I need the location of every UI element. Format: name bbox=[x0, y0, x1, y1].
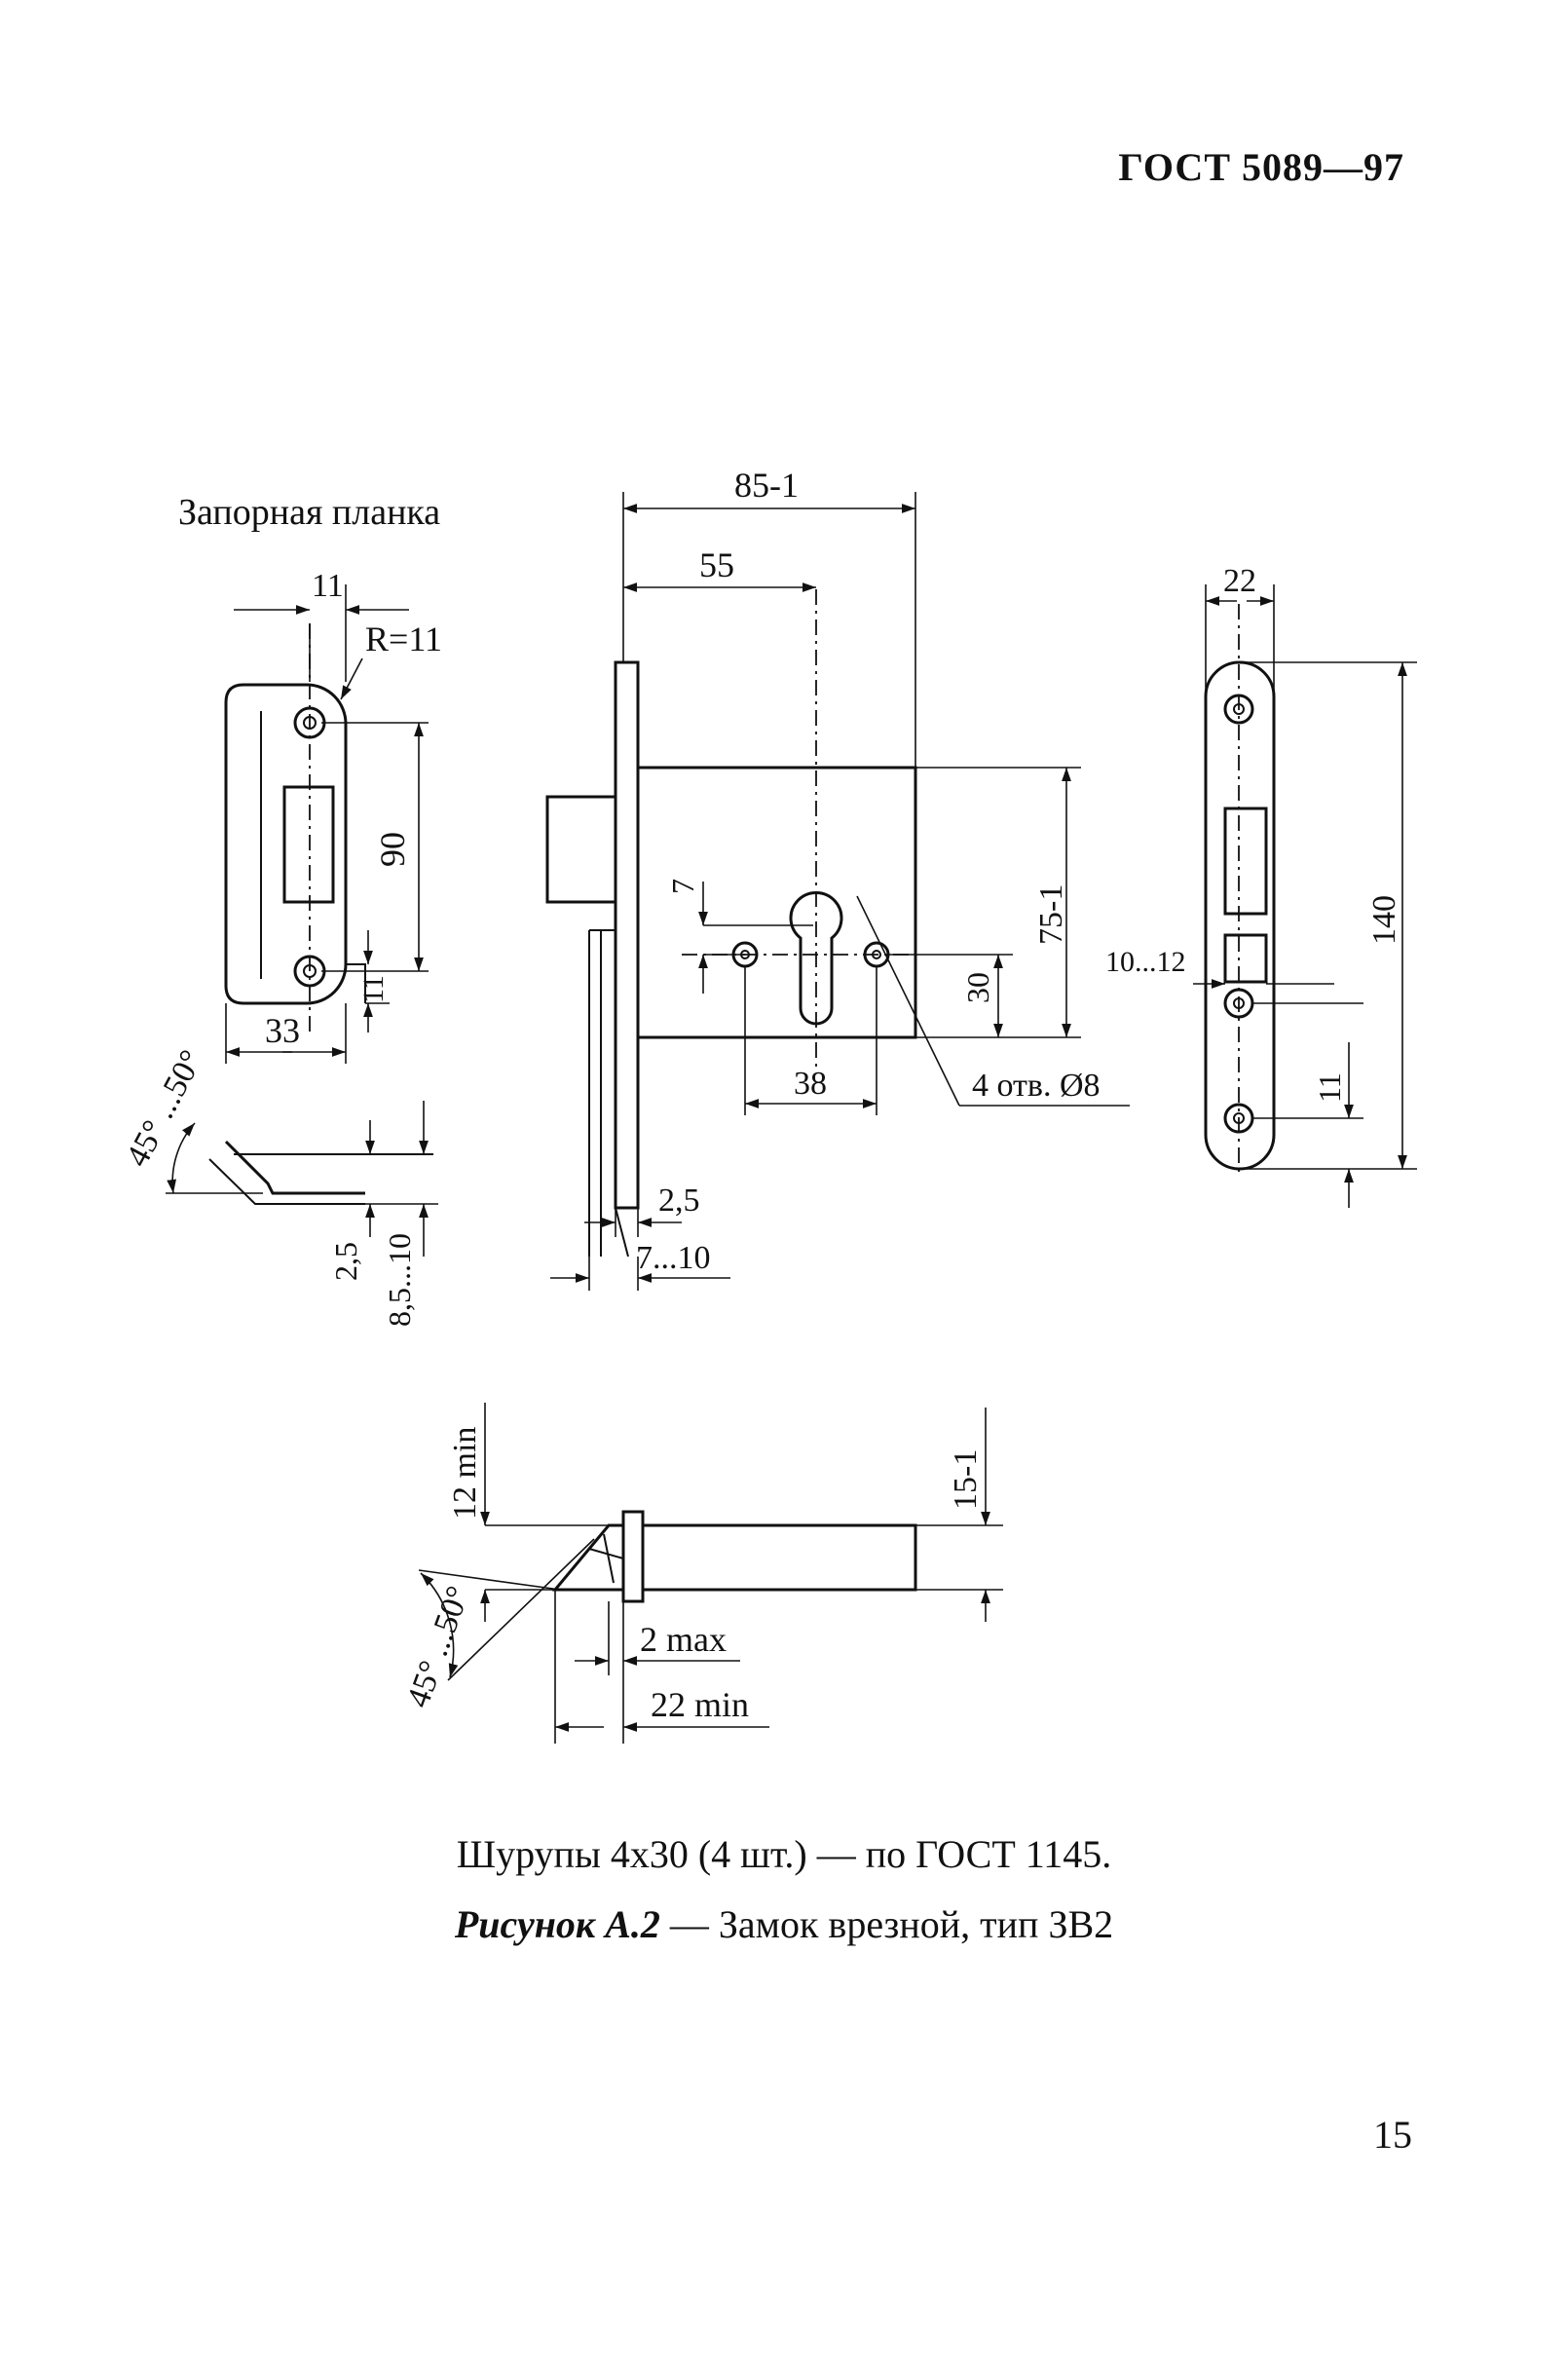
lock-dim-holes-note: 4 отв. Ø8 bbox=[972, 1068, 1101, 1104]
face-dim-bottom-offset: 11 bbox=[1312, 1072, 1347, 1103]
strike-dim-small-right: 11 bbox=[357, 975, 390, 1003]
lock-dim-hole-spacing: 38 bbox=[794, 1066, 827, 1102]
lock-dim-plate-thickness: 2,5 bbox=[658, 1183, 700, 1219]
latch-dim-min-throw: 12 min bbox=[447, 1427, 483, 1520]
latch-dim-max-gap: 2 max bbox=[640, 1620, 727, 1659]
face-dim-width: 22 bbox=[1223, 563, 1256, 599]
latch-slot bbox=[282, 785, 335, 904]
figure-caption: Рисунок А.2 — Замок врезной, тип ЗВ2 bbox=[0, 1901, 1568, 1947]
strike-plate-outline bbox=[224, 683, 348, 1005]
latch-bolt-view: 12 min 15-1 45° ...50° 2 max 22 min bbox=[400, 1403, 1003, 1744]
lock-dim-backset: 55 bbox=[699, 545, 734, 584]
lock-bolt-stub bbox=[545, 795, 617, 904]
lock-dim-cylinder-offset: 7 bbox=[665, 879, 700, 894]
strike-dim-width-bottom: 33 bbox=[265, 1011, 300, 1050]
strike-plate-view: Запорная планка 11 R=11 90 bbox=[119, 492, 442, 1327]
page-number: 15 bbox=[1373, 2113, 1412, 2157]
lock-case bbox=[636, 766, 917, 1039]
lock-dim-plate-range: 7...10 bbox=[636, 1240, 711, 1276]
latch-dim-bolt-height: 15-1 bbox=[948, 1449, 984, 1510]
lock-face-plate bbox=[614, 660, 640, 1210]
standard-code: ГОСТ 5089—97 bbox=[1118, 145, 1404, 189]
face-deadbolt-slot bbox=[1223, 933, 1268, 984]
strike-dim-depth: 8,5...10 bbox=[382, 1233, 417, 1327]
strike-dim-height: 90 bbox=[373, 832, 412, 867]
figure-title: — Замок врезной, тип ЗВ2 bbox=[659, 1902, 1114, 1946]
strike-dim-width-top: 11 bbox=[312, 568, 344, 604]
face-dim-length: 140 bbox=[1366, 895, 1402, 945]
cylinder-cutout bbox=[789, 891, 843, 1026]
face-plate-view: 22 140 10...12 11 bbox=[1105, 563, 1417, 1208]
latch-dim-min-length: 22 min bbox=[651, 1685, 749, 1724]
strike-dim-angle: 45° ...50° bbox=[119, 1044, 209, 1172]
strike-plate-title: Запорная планка bbox=[178, 492, 440, 533]
lock-dim-cylinder-height: 30 bbox=[960, 972, 995, 1003]
latch-dim-angle: 45° ...50° bbox=[400, 1582, 477, 1712]
face-hole-top bbox=[1223, 694, 1254, 725]
face-plate-outline bbox=[1204, 660, 1276, 1171]
strike-dim-thickness: 2,5 bbox=[328, 1242, 363, 1281]
latch-bolt-flange bbox=[621, 1510, 645, 1603]
strike-dim-radius: R=11 bbox=[365, 620, 442, 658]
lock-dim-overall-length: 85-1 bbox=[734, 466, 799, 505]
screws-note: Шурупы 4x30 (4 шт.) — по ГОСТ 1145. bbox=[456, 1832, 1112, 1876]
face-latch-slot bbox=[1223, 807, 1268, 916]
figure-label: Рисунок А.2 bbox=[454, 1902, 660, 1946]
strike-plate-profile bbox=[224, 1140, 365, 1195]
face-dim-latch-range: 10...12 bbox=[1105, 946, 1186, 978]
latch-bolt-body bbox=[641, 1523, 917, 1592]
lock-dim-height: 75-1 bbox=[1033, 884, 1069, 945]
lock-body-view: 85-1 55 75-1 7 30 38 4 отв. Ø8 bbox=[545, 466, 1130, 1291]
